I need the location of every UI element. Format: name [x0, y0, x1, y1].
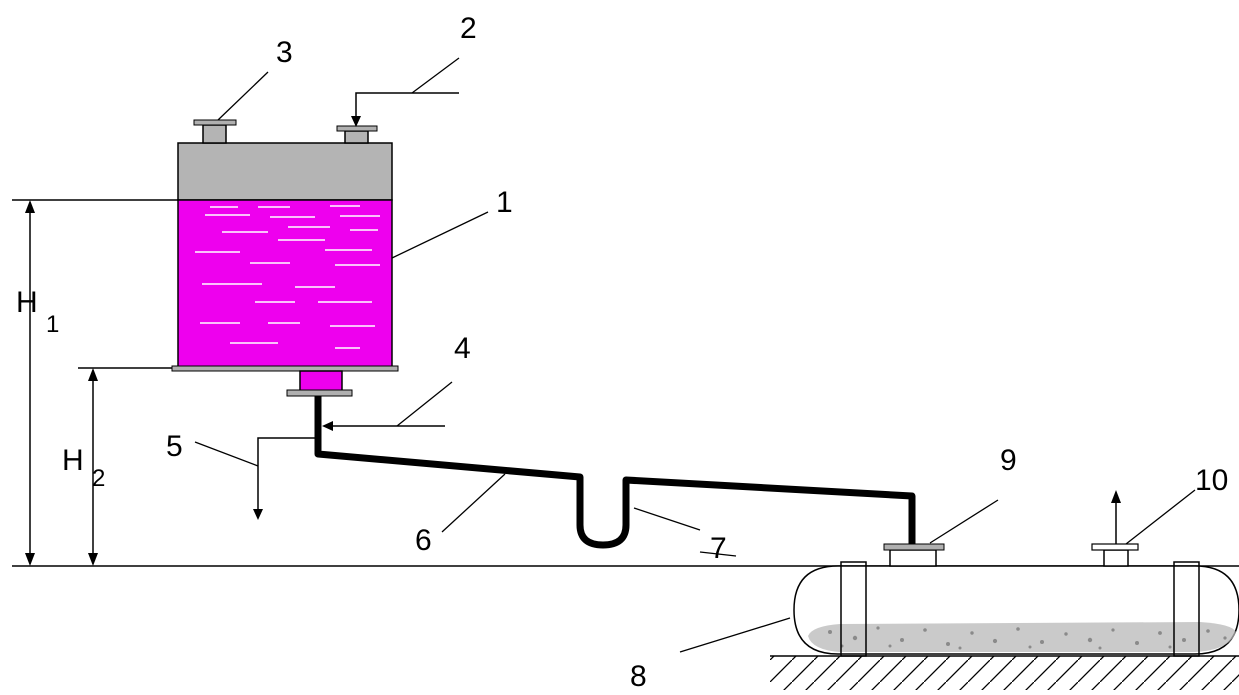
callout-4: 4: [454, 332, 471, 365]
tank-bottom-flange: [171, 365, 399, 372]
vessel-vent-arrow-icon: [1111, 490, 1121, 503]
vent-nozzle: [193, 119, 237, 144]
h2-arrow-down-icon: [88, 553, 98, 566]
label-h2: H 2: [62, 444, 105, 492]
feed-line: [355, 92, 459, 118]
vessel-inlet-nozzle: [889, 549, 937, 567]
tank-bottom-nozzle-flange: [286, 389, 353, 397]
svg-text:H: H: [62, 444, 84, 477]
injection-arrow-icon: [322, 421, 333, 431]
transfer-pipe: [314, 396, 916, 549]
callout-9: 9: [1000, 444, 1017, 477]
callout-1: 1: [496, 186, 513, 219]
leader-lines: [194, 57, 1196, 653]
callout-5: 5: [166, 430, 183, 463]
callout-3: 3: [276, 36, 293, 69]
svg-text:H: H: [16, 286, 38, 319]
drain-arrow-icon: [253, 509, 263, 520]
callout-8: 8: [630, 660, 647, 690]
svg-text:2: 2: [92, 465, 105, 492]
feed-arrow-icon: [351, 116, 361, 127]
tank-gas-space: [177, 142, 393, 201]
h2-arrow-up-icon: [88, 368, 98, 381]
drain-line: [257, 437, 318, 512]
callout-7: 7: [710, 532, 727, 565]
vessel-vent-nozzle: [1103, 549, 1129, 567]
liquid-wave-lines: [195, 205, 380, 349]
callout-2: 2: [460, 12, 477, 45]
vessel-vent-flange: [1091, 543, 1139, 551]
h1-arrow-up-icon: [25, 200, 35, 213]
callout-10: 10: [1195, 464, 1228, 497]
label-h1: H 1: [16, 286, 59, 338]
h1-arrow-down-icon: [25, 553, 35, 566]
tank-bottom-nozzle: [299, 370, 343, 392]
callout-6: 6: [415, 524, 432, 557]
vessel-inlet-flange: [883, 543, 945, 551]
svg-text:1: 1: [46, 311, 59, 338]
dimension-h2: [78, 367, 172, 554]
underground-vessel: [793, 490, 1239, 657]
vessel-sediment: [808, 622, 1236, 652]
upper-tank: [171, 142, 399, 397]
feed-inlet-nozzle: [336, 125, 378, 144]
dimension-h1: [12, 199, 178, 554]
ground-hatching: [770, 655, 1239, 690]
